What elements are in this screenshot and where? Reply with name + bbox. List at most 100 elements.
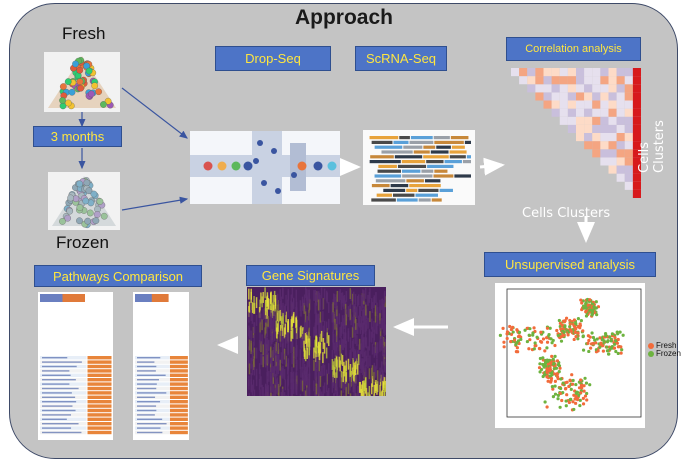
gene-cell (361, 384, 363, 396)
gene-cell (338, 313, 341, 325)
gene-cell (302, 366, 304, 378)
gene-cell (251, 312, 254, 324)
row-text (137, 370, 156, 372)
gene-cell (314, 290, 317, 301)
gene-cell (373, 362, 376, 374)
tsne-point (527, 347, 531, 351)
gene-cell (259, 369, 261, 381)
gene-cell (284, 353, 287, 365)
gene-cell (259, 321, 261, 333)
cell-dot (76, 180, 83, 188)
table-cell (169, 369, 188, 373)
gene-cell (331, 349, 334, 361)
tsne-point (613, 342, 617, 346)
gene-cell (365, 377, 367, 389)
gene-cell (340, 353, 343, 365)
tsne-point (587, 349, 591, 354)
tsne-point (545, 405, 549, 409)
gene-cell (354, 294, 357, 305)
gene-cell (379, 328, 382, 340)
gene-cell (303, 326, 306, 338)
gene-cell (270, 381, 272, 393)
gene-cell (266, 372, 268, 383)
tsne-point (537, 346, 542, 351)
cell-dot (85, 187, 93, 195)
read-segment (375, 179, 406, 183)
row-text (42, 361, 82, 363)
row-text (42, 401, 77, 403)
gene-cell (342, 371, 344, 383)
row-text (137, 427, 161, 429)
read-segment (377, 169, 401, 173)
gene-cell (314, 339, 316, 351)
gene-cell (343, 365, 346, 377)
tsne-point (584, 314, 589, 318)
tsne-point (561, 391, 565, 395)
gene-cell (279, 309, 282, 321)
gene-cell (290, 378, 292, 390)
gene-cell (276, 301, 278, 313)
tsne-point (502, 340, 506, 344)
gene-cell (304, 374, 307, 386)
gene-cell (334, 383, 336, 395)
tsne-point (565, 380, 569, 384)
tsne-point (620, 348, 624, 352)
gene-cell (384, 290, 386, 302)
gene-cell (258, 312, 261, 324)
gene-cell (364, 311, 367, 322)
gene-cell (255, 347, 258, 359)
gene-cell (302, 357, 304, 369)
gene-cell (382, 353, 385, 365)
gene-cell (343, 379, 346, 390)
gene-cell (287, 359, 289, 371)
tsne-point (581, 334, 585, 338)
tsne-point (572, 337, 576, 342)
tsne-point (591, 310, 595, 314)
gene-cell (319, 342, 322, 354)
tsne-point (545, 375, 549, 379)
gene-cell (315, 372, 317, 384)
gene-cell (379, 320, 381, 332)
gene-cell (353, 348, 355, 360)
gene-cell (274, 387, 277, 396)
gene-cell (290, 294, 293, 306)
gene-cell (381, 335, 384, 347)
tsne-point (606, 339, 610, 343)
gene-cell (252, 379, 255, 391)
gene-cell (308, 355, 310, 367)
tsne-point (598, 336, 602, 340)
tsne-point (584, 306, 588, 310)
gene-cell (381, 361, 383, 373)
gene-cell (335, 306, 337, 318)
tsne-point (519, 337, 523, 342)
tsne-point (605, 345, 609, 349)
tsne-point (569, 387, 573, 391)
gene-cell (260, 292, 262, 304)
gene-cell (340, 343, 343, 355)
table-cell (87, 356, 112, 360)
gene-cell (327, 318, 330, 330)
gene-cell (291, 372, 294, 384)
gene-cell (382, 322, 385, 334)
gene-cell (323, 320, 326, 332)
gene-cell (273, 329, 276, 341)
gene-cell (253, 389, 256, 396)
gene-cell (264, 354, 267, 366)
gene-cell (381, 318, 384, 330)
tsne-point (562, 319, 566, 323)
gene-cell (295, 333, 298, 345)
row-text (137, 392, 167, 394)
gene-cell (259, 389, 261, 396)
row-text (42, 365, 77, 368)
read-segment (418, 198, 431, 202)
tsne-point (555, 359, 560, 363)
gene-cell (347, 358, 350, 370)
read-segment (410, 136, 433, 140)
gene-cell (287, 319, 289, 330)
gene-cell (382, 309, 384, 321)
gene-cell (268, 370, 270, 382)
gene-cell (339, 289, 341, 300)
gene-cell (319, 299, 322, 311)
gene-cell (318, 382, 321, 394)
gene-cell (336, 290, 339, 302)
